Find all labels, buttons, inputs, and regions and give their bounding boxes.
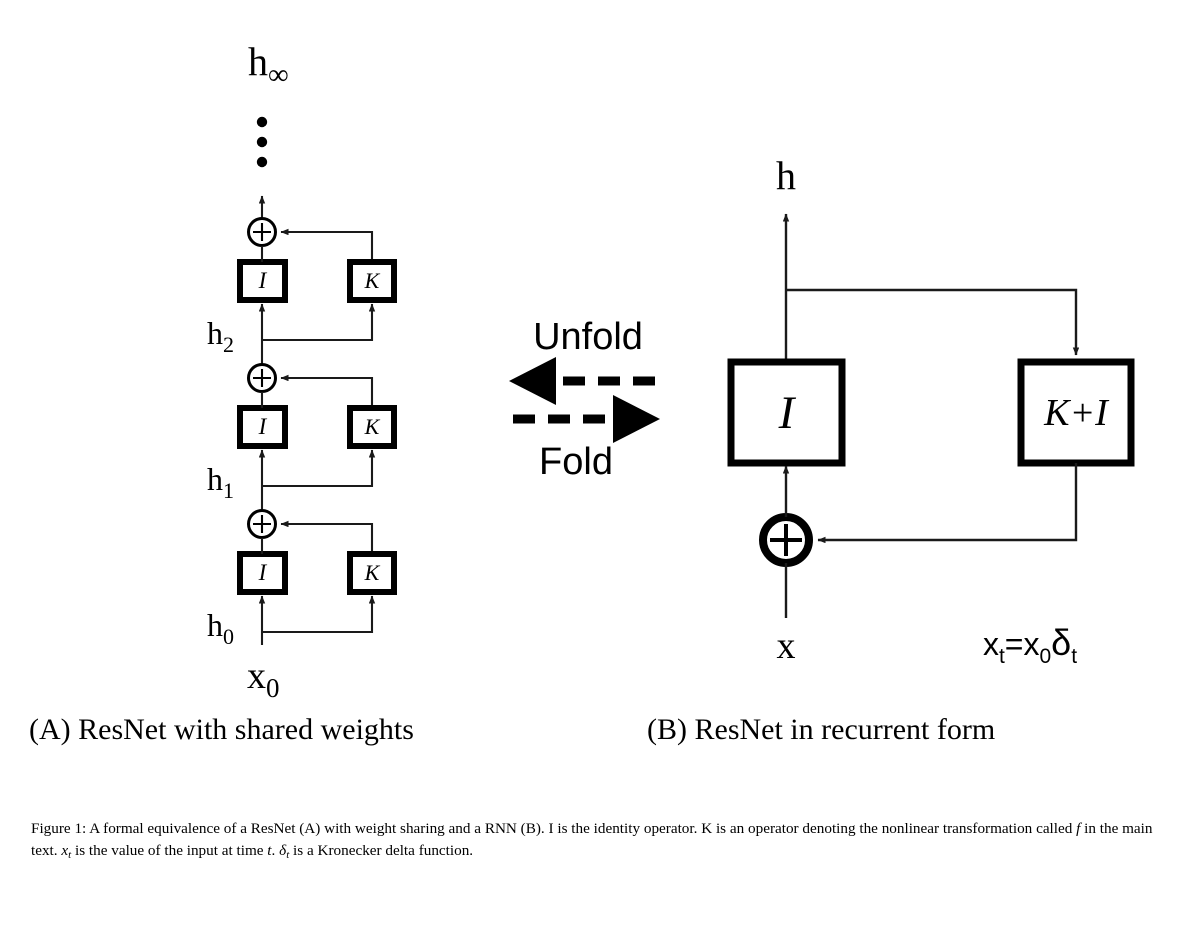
panel-b-feedback-path [817,463,1078,544]
panel-b-recurrent-branch [786,288,1080,356]
panel-a-identity-box-0-label: I [258,560,268,585]
panel-b-input-equation: xt=x0δt [983,622,1077,668]
panel-b-operator-box-label: K+I [1043,392,1110,434]
panel-b-input-label: x [777,625,796,667]
figure-caption: Figure 1: A formal equivalence of a ResN… [31,820,1153,862]
panel-b-identity-box [727,358,846,467]
panel-a-residual-path-1 [280,374,374,408]
panel-a-adder-2 [247,217,277,247]
panel-a-identity-box-2-label: I [258,268,268,293]
panel-b-top-label: h [776,153,796,198]
vertical-ellipsis-icon [256,116,268,168]
panel-a-state-label-0: h0 [207,607,234,649]
panel-a-operator-box-0 [347,551,397,595]
transform-arrows-group: Unfold Fold [509,316,660,483]
panel-a-branch-2 [262,303,376,342]
panel-a-adder-1 [247,363,277,393]
fold-arrow-icon [513,395,660,443]
panel-a-residual-path-0 [280,520,374,554]
panel-a-operator-box-1 [347,405,397,449]
panel-a-residual-path-2 [280,228,374,262]
panel-b-identity-box-label: I [778,387,797,439]
panel-a-branch-0 [262,595,376,634]
fold-label: Fold [539,441,613,483]
figure-diagram: h∞ I K [207,39,1135,703]
panel-a-group: h∞ I K [207,39,397,703]
panel-a-identity-box-1 [237,405,288,449]
panel-a-operator-box-2-label: K [364,268,381,293]
panel-b-adder [759,513,813,567]
panel-a-caption: (A) ResNet with shared weights [29,713,414,746]
panel-a-operator-box-1-label: K [364,414,381,439]
panel-b-caption: (B) ResNet in recurrent form [647,713,996,746]
panel-a-branch-1 [262,449,376,488]
panel-a-operator-box-2 [347,259,397,303]
panel-a-adder-0 [247,509,277,539]
panel-a-input-label: x0 [247,655,280,703]
panel-a-state-label-2: h2 [207,315,234,357]
panel-a-state-label-1: h1 [207,461,234,503]
unfold-arrow-icon [509,357,655,405]
panel-b-group: h I K+I x [727,153,1135,668]
panel-a-top-label: h∞ [248,39,289,91]
panel-a-identity-box-1-label: I [258,414,268,439]
panel-a-operator-box-0-label: K [364,560,381,585]
unfold-label: Unfold [533,316,643,358]
